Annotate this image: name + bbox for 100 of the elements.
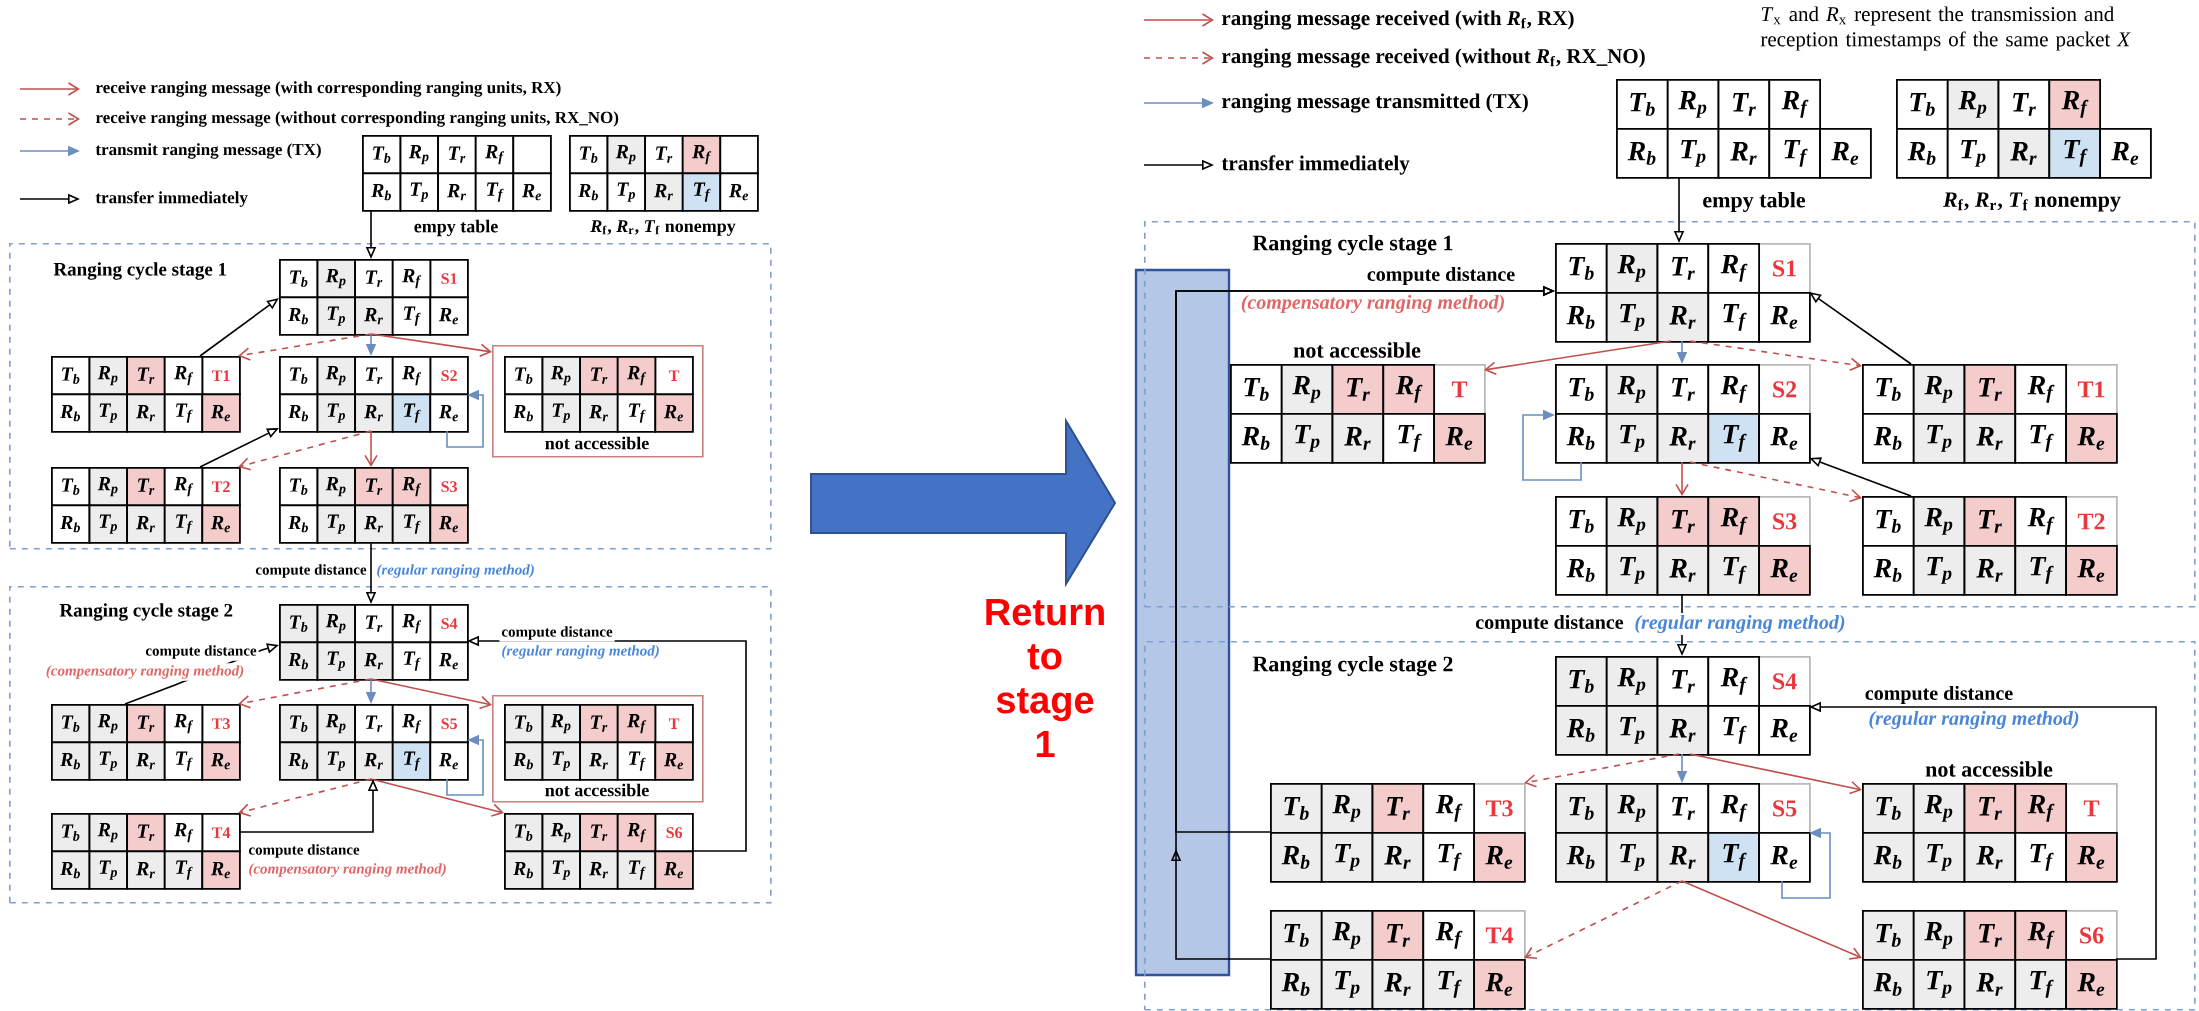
method-label: (regular ranging method) (374, 562, 537, 580)
table-cell: T$_{p}$ (1280, 413, 1334, 464)
table-cell: R$_{b}$ (51, 850, 91, 890)
method-label: (regular ranging method) (1632, 612, 1848, 636)
table-cell: R$_{f}$ (391, 604, 432, 644)
table-cell: T$_{f}$ (1707, 545, 1760, 596)
status-cell: T4 (1473, 910, 1526, 961)
table-cell: R$_{r}$ (354, 393, 394, 433)
table-cell: T$_{b}$ (1616, 79, 1669, 130)
table-cell: R$_{p}$ (399, 135, 439, 175)
table-cell: R$_{f}$ (616, 704, 657, 744)
table-cell: R$_{p}$ (1605, 496, 1659, 547)
table-cell: R$_{r}$ (1656, 545, 1710, 596)
table-cell: T$_{p}$ (1320, 959, 1374, 1010)
table-cell: R$_{p}$ (1605, 783, 1659, 834)
edge-label: compute distance (143, 643, 259, 661)
table-cell: R$_{e}$ (2065, 832, 2118, 883)
table-cell: R$_{e}$ (1758, 832, 1811, 883)
arrow (199, 298, 279, 357)
table-cell: R$_{r}$ (1656, 705, 1710, 756)
table-cell: R$_{f}$ (391, 356, 432, 396)
table-cell: R$_{f}$ (681, 135, 722, 175)
table-cell: T$_{p}$ (1320, 832, 1374, 883)
table-cell: T$_{b}$ (51, 704, 91, 744)
table-cell: R$_{r}$ (579, 741, 619, 781)
table-cell: R$_{f}$ (2014, 783, 2067, 834)
arrow (370, 778, 504, 817)
table-cell: R$_{r}$ (579, 393, 619, 433)
table-cell: T$_{b}$ (51, 356, 91, 396)
table-cell: R$_{f}$ (391, 704, 432, 744)
table-cell: R$_{f}$ (163, 704, 204, 744)
table-cell: R$_{r}$ (1963, 832, 2017, 883)
table-cell: R$_{r}$ (1371, 832, 1425, 883)
table-cell: T$_{r}$ (1963, 783, 2017, 834)
table-cell: T$_{r}$ (1371, 910, 1425, 961)
table-cell: R$_{e}$ (654, 741, 694, 781)
table-cell: T$_{p}$ (1605, 413, 1659, 464)
table-cell: T$_{r}$ (579, 704, 619, 744)
table-cell: T$_{r}$ (1963, 364, 2017, 415)
table-cell: R$_{e}$ (1473, 959, 1526, 1010)
table-cell: R$_{r}$ (126, 850, 166, 890)
table-cell: T$_{r}$ (1997, 79, 2051, 130)
table-cell: T$_{p}$ (316, 504, 356, 544)
table-cell: T$_{b}$ (51, 467, 91, 507)
table-cell: R$_{p}$ (316, 259, 356, 299)
table-cell: R$_{e}$ (201, 393, 241, 433)
table-cell: T$_{f}$ (1707, 832, 1760, 883)
table-cell: R$_{p}$ (1912, 496, 1966, 547)
table-cell: R$_{f}$ (1707, 656, 1760, 707)
table-cell: T$_{p}$ (88, 850, 128, 890)
table-cell: T$_{p}$ (541, 850, 581, 890)
table-cell: R$_{f}$ (474, 135, 515, 175)
table-cell: T$_{b}$ (1862, 910, 1915, 961)
table-cell: R$_{f}$ (2048, 79, 2101, 130)
table-cell: R$_{e}$ (429, 741, 469, 781)
status-cell: S5 (429, 704, 469, 744)
table-cell: R$_{b}$ (1270, 832, 1323, 883)
legend-text: transfer immediately (1221, 155, 1410, 175)
arrow (364, 430, 378, 467)
table-cell: T$_{f}$ (2014, 545, 2067, 596)
edge-label: compute distance (246, 842, 362, 860)
table-cell: T$_{r}$ (1963, 496, 2017, 547)
table-cell: R$_{r}$ (1717, 128, 1771, 179)
table-cell: T$_{f}$ (163, 741, 204, 781)
table-cell: R$_{b}$ (504, 850, 544, 890)
table-cell: T$_{b}$ (1862, 364, 1915, 415)
table-caption: R$_{f}$, R$_{r}$, T$_{f}$ nonempy (1943, 192, 2121, 212)
status-cell: T1 (201, 356, 241, 396)
arrow (1484, 340, 1672, 375)
table-cell: T$_{b}$ (279, 259, 319, 299)
table-cell: R$_{p}$ (541, 704, 581, 744)
arrow (1524, 753, 1680, 788)
table-cell: R$_{e}$ (2065, 413, 2118, 464)
arrow (238, 778, 372, 817)
table-cell: R$_{p}$ (1320, 783, 1374, 834)
table-cell: R$_{b}$ (1862, 413, 1915, 464)
table-cell: T$_{r}$ (354, 259, 394, 299)
table-cell: T$_{r}$ (1656, 496, 1710, 547)
table-cell: T$_{r}$ (1963, 910, 2017, 961)
table-cell: T$_{f}$ (391, 504, 432, 544)
status-cell: T (654, 356, 694, 396)
table-cell: R$_{p}$ (1912, 910, 1966, 961)
table-cell: R$_{r}$ (1963, 545, 2017, 596)
table-cell: T$_{b}$ (1230, 364, 1283, 415)
table-cell: R$_{r}$ (1997, 128, 2051, 179)
table-cell: T$_{r}$ (1656, 364, 1710, 415)
table-cell: T$_{f}$ (163, 393, 204, 433)
table-cell: R$_{f}$ (1422, 783, 1475, 834)
table-cell: T$_{f}$ (1707, 413, 1760, 464)
status-cell: T1 (2065, 364, 2118, 415)
table-cell: R$_{p}$ (88, 813, 128, 853)
edge-label: compute distance (1473, 612, 1626, 636)
status-cell: S4 (429, 604, 469, 644)
table-cell: R$_{f}$ (163, 356, 204, 396)
table-cell: R$_{e}$ (1758, 705, 1811, 756)
table-caption: R$_{f}$, R$_{r}$, T$_{f}$ nonempy (590, 220, 736, 236)
table-cell: T$_{f}$ (391, 393, 432, 433)
table-cell: R$_{b}$ (51, 504, 91, 544)
legend-text: receive ranging message (without corresponding ranging units, RX_NO) (95, 111, 619, 127)
table-cell: T$_{f}$ (1768, 128, 1821, 179)
